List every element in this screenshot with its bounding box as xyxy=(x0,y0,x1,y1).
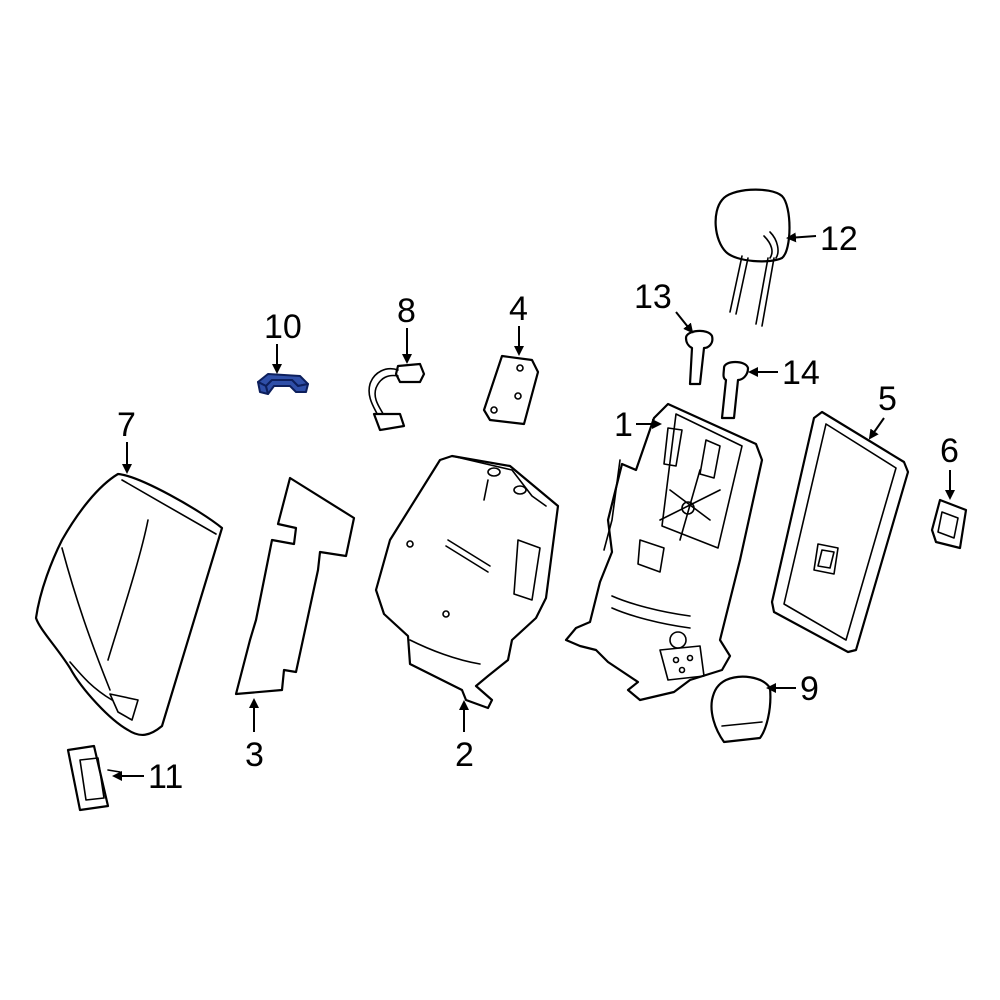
part-seat-frame[interactable] xyxy=(564,402,764,702)
callout-3[interactable]: 3 xyxy=(245,736,264,774)
part-guide-sleeve-14[interactable] xyxy=(720,360,750,420)
callout-6[interactable]: 6 xyxy=(940,432,959,470)
callout-4[interactable]: 4 xyxy=(509,290,528,328)
part-seat-back-cover[interactable] xyxy=(34,472,224,736)
part-pad[interactable] xyxy=(234,476,356,696)
callout-2[interactable]: 2 xyxy=(455,736,474,774)
part-headrest[interactable] xyxy=(714,188,791,327)
part-back-panel[interactable] xyxy=(770,410,910,654)
leader-lines xyxy=(112,232,955,781)
callout-11[interactable]: 11 xyxy=(148,758,183,796)
part-bracket-plate[interactable] xyxy=(482,354,540,426)
part-cover-cap[interactable] xyxy=(710,675,772,744)
callout-8[interactable]: 8 xyxy=(397,292,416,330)
part-clip[interactable] xyxy=(930,498,968,550)
part-bracket-highlighted[interactable] xyxy=(257,373,309,395)
callout-labels: 10 8 4 7 3 2 1 5 6 12 13 14 9 11 xyxy=(117,220,959,796)
part-guide-sleeve-13[interactable] xyxy=(684,329,714,386)
callout-12[interactable]: 12 xyxy=(820,220,858,258)
callout-13[interactable]: 13 xyxy=(634,278,672,316)
callout-9[interactable]: 9 xyxy=(800,670,819,708)
callout-10[interactable]: 10 xyxy=(264,308,302,346)
callout-7[interactable]: 7 xyxy=(117,406,136,444)
part-seat-back-panel[interactable] xyxy=(374,454,560,710)
part-wire-harness[interactable] xyxy=(368,362,426,432)
callout-1[interactable]: 1 xyxy=(614,406,633,444)
callout-5[interactable]: 5 xyxy=(878,380,897,418)
part-trim-piece[interactable] xyxy=(66,744,121,812)
callout-14[interactable]: 14 xyxy=(782,354,820,392)
